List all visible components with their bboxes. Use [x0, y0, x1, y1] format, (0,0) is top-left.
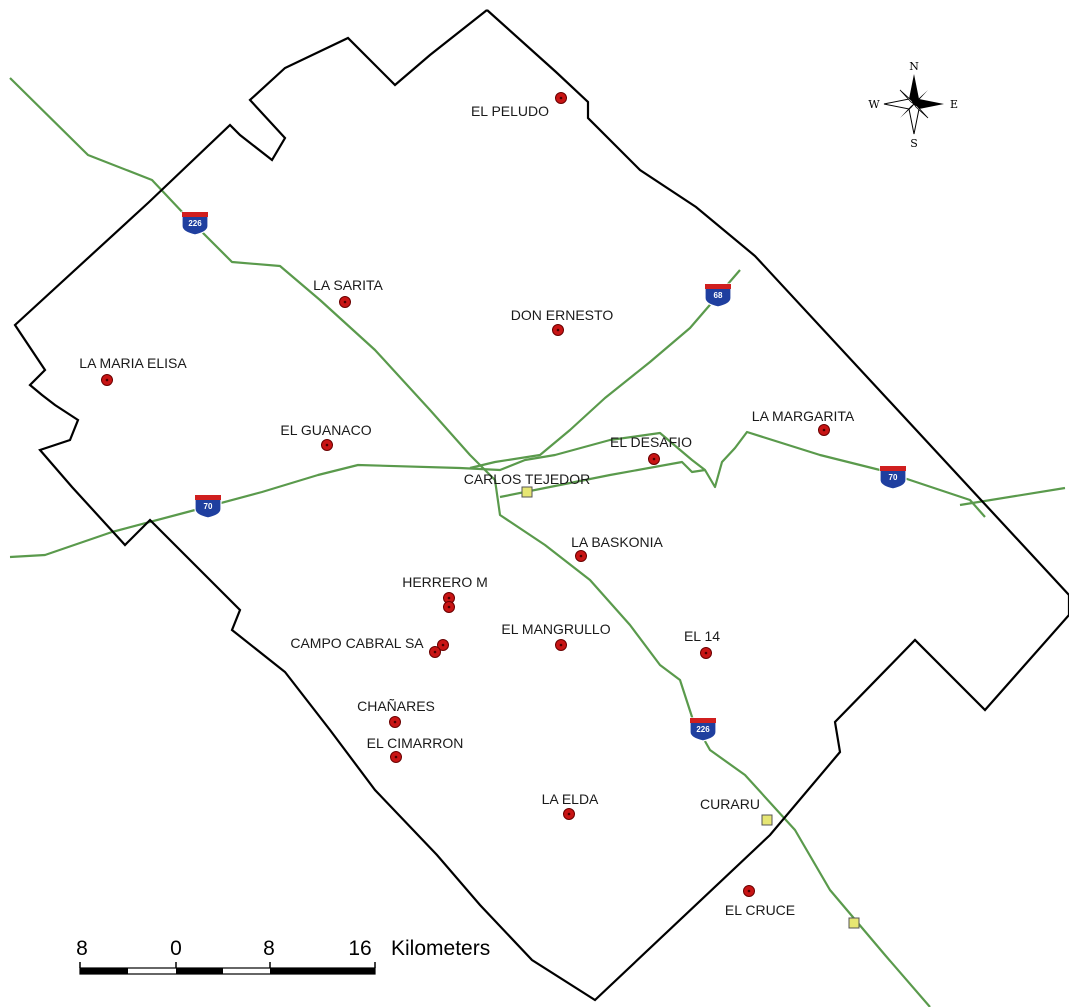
route-shields-layer: 226 68 70 70 226 [181, 211, 907, 742]
route-shield-number: 226 [188, 219, 202, 228]
route-shield-number: 70 [204, 502, 213, 511]
compass-south-label: S [910, 137, 918, 150]
scale-bar: 8 0 8 16 Kilometers [76, 937, 490, 975]
scale-tick-label: 16 [348, 937, 371, 960]
district-boundary [13, 9, 1069, 1002]
town-label: CARLOS TEJEDOR [464, 471, 591, 487]
estancia-label: EL GUANACO [280, 422, 371, 438]
estancia-label: EL PELUDO [471, 103, 549, 119]
scale-tick-label: 8 [76, 937, 88, 960]
town-marker [521, 486, 533, 498]
estancia-label: EL CRUCE [725, 902, 795, 918]
estancia-label: DON ERNESTO [511, 307, 614, 323]
compass-west-label: W [868, 98, 880, 111]
route-shield-number: 226 [696, 725, 710, 734]
scale-tick-label: 0 [170, 937, 182, 960]
compass-north-label: N [909, 60, 919, 73]
estancia-label: LA SARITA [313, 277, 383, 293]
route-shield-icon: 226 [181, 211, 209, 236]
road-line [469, 269, 741, 470]
district-boundary-layer [13, 9, 1069, 1002]
scale-unit-label: Kilometers [391, 937, 490, 960]
estancia-label: LA MARGARITA [752, 408, 855, 424]
town-marker [761, 814, 773, 826]
estancia-label: LA MARIA ELISA [79, 355, 187, 371]
places-layer: EL PELUDO LA SARITA DON ERNESTO LA MARIA EL… [79, 92, 855, 918]
compass-east-label: E [950, 98, 958, 111]
road-line [9, 430, 986, 559]
estancia-label: HERRERO M [402, 574, 488, 590]
town-marker [848, 917, 860, 929]
estancia-label: EL 14 [684, 628, 720, 644]
estancia-label: LA ELDA [542, 791, 599, 807]
route-shield-number: 68 [714, 291, 723, 300]
scale-tick-label: 8 [263, 937, 275, 960]
road-line [959, 486, 1066, 507]
north-arrow-icon: N S E W [868, 60, 958, 150]
estancia-label: CAMPO CABRAL SA [290, 635, 424, 651]
estancia-label: EL CIMARRON [367, 735, 464, 751]
roads-layer [9, 77, 1066, 1007]
estancia-label: CHAÑARES [357, 698, 435, 714]
route-shield-icon: 70 [879, 465, 907, 490]
route-shield-icon: 226 [689, 717, 717, 742]
route-shield-number: 70 [889, 473, 898, 482]
towns-layer: CARLOS TEJEDOR CURARU [464, 471, 860, 929]
town-label: CURARU [700, 796, 760, 812]
estancia-label: LA BASKONIA [571, 534, 663, 550]
road-line [499, 460, 706, 499]
estancia-label: EL DESAFIO [610, 434, 692, 450]
route-shield-icon: 68 [704, 283, 732, 308]
route-shield-icon: 70 [194, 494, 222, 519]
road-line [9, 77, 931, 1007]
estancia-label: EL MANGRULLO [501, 621, 610, 637]
